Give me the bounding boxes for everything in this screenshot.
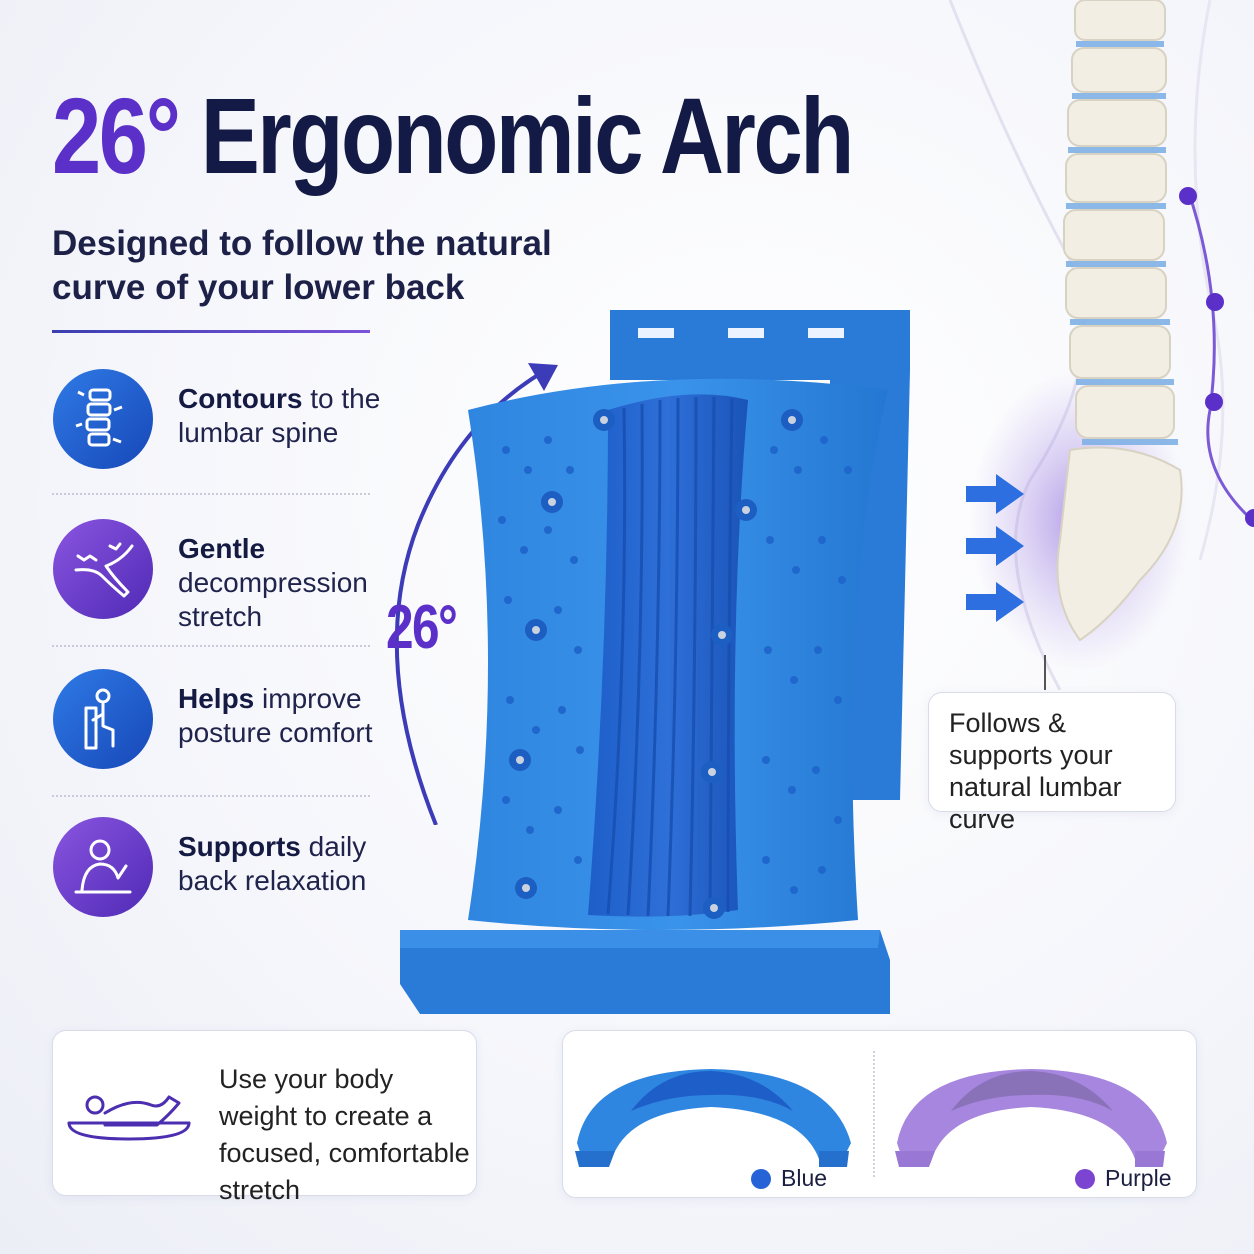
feature-divider xyxy=(52,493,370,495)
arch-angle-label: 26° xyxy=(386,593,458,662)
color-option-blue[interactable]: Blue xyxy=(751,1165,827,1192)
lying-person-icon xyxy=(67,1095,191,1141)
feature-supports: Supports daily back relaxation xyxy=(52,816,382,926)
curve-dots xyxy=(1179,187,1254,527)
usage-card: Use your body weight to create a focused… xyxy=(52,1030,477,1205)
purple-product-image xyxy=(895,1069,1167,1167)
relax-icon xyxy=(52,816,154,918)
product-image xyxy=(400,310,910,1014)
title-degree: 26° xyxy=(52,75,181,196)
feature-text: Contours to the lumbar spine xyxy=(178,383,381,448)
blue-swatch-dot xyxy=(751,1168,771,1189)
feature-text: Gentle decompression stretch xyxy=(178,533,368,632)
feature-text: Supports daily back relaxation xyxy=(178,831,367,896)
posture-icon xyxy=(52,668,154,770)
vertebrae xyxy=(1056,0,1183,642)
spine-illustration xyxy=(948,0,1254,690)
spine-note-card: Follows & supports your natural lumbar c… xyxy=(928,692,1176,834)
feature-contours: Contours to the lumbar spine xyxy=(52,368,382,478)
stretch-icon xyxy=(52,518,154,620)
color-options-card: Blue Purple xyxy=(562,1030,1197,1198)
feature-text: Helps improve posture comfort xyxy=(178,683,373,748)
title-divider xyxy=(52,330,370,333)
usage-text: Use your body weight to create a focused… xyxy=(219,1064,470,1205)
feature-divider xyxy=(52,795,370,797)
spine-note-text: Follows & supports your natural lumbar c… xyxy=(949,708,1122,834)
feature-divider xyxy=(52,645,370,647)
purple-swatch-dot xyxy=(1075,1168,1095,1189)
magnets xyxy=(509,409,803,919)
page-title: 26° Ergonomic Arch xyxy=(52,82,854,190)
spine-icon xyxy=(52,368,154,470)
pressure-arrows-icon xyxy=(966,474,1024,622)
blue-product-image xyxy=(575,1069,851,1167)
swatch-divider xyxy=(873,1051,877,1177)
subheading: Designed to follow the natural curve of … xyxy=(52,224,552,307)
title-text: Ergonomic Arch xyxy=(200,75,855,196)
color-option-purple[interactable]: Purple xyxy=(1075,1165,1171,1192)
feature-gentle: Gentle decompression stretch xyxy=(52,518,382,632)
feature-posture: Helps improve posture comfort xyxy=(52,668,382,778)
